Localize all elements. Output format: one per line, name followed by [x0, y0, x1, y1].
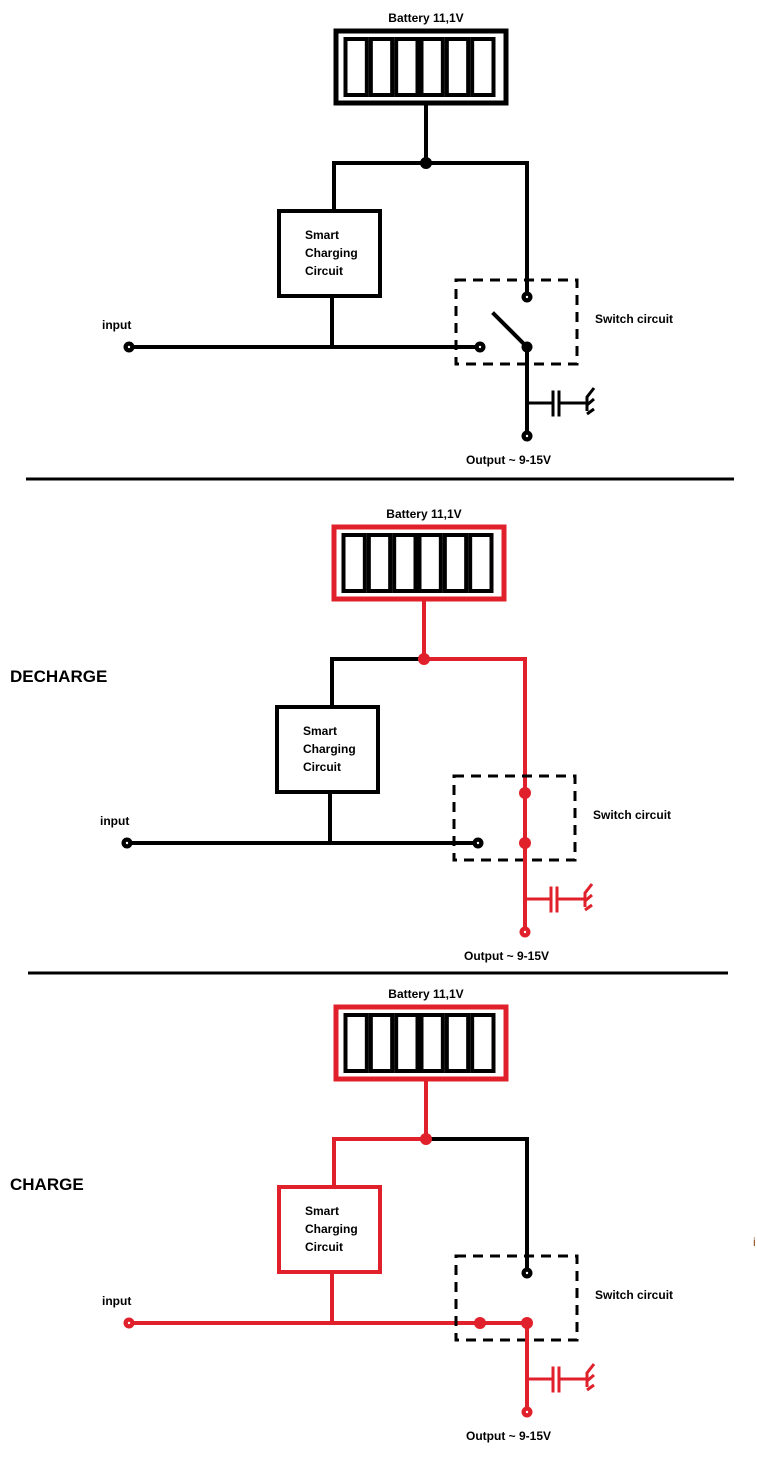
- charger-label-line2: Charging: [303, 742, 356, 756]
- switch-input-contact: [474, 1317, 486, 1329]
- switch-label: Switch circuit: [595, 1288, 673, 1302]
- output-terminal-center: [525, 434, 529, 438]
- charger-label-line1: Smart: [305, 1204, 339, 1218]
- output-label: Output ~ 9-15V: [466, 453, 551, 467]
- battery-cell: [470, 1013, 496, 1073]
- battery-cell: [444, 37, 471, 97]
- stray-mark: i: [753, 1235, 756, 1249]
- ground-icon: [583, 883, 594, 912]
- output-terminal-center: [523, 930, 527, 934]
- charger-box: [275, 705, 380, 794]
- output-label: Output ~ 9-15V: [466, 1429, 551, 1443]
- input-terminal-center: [127, 1321, 131, 1325]
- input-label: input: [100, 814, 129, 828]
- junction-dot: [420, 157, 432, 169]
- charger-label-line1: Smart: [305, 228, 339, 242]
- charger-box: [277, 209, 382, 298]
- input-terminal-center: [127, 345, 131, 349]
- output-terminal-center: [525, 1410, 529, 1414]
- battery-cell: [442, 533, 469, 593]
- battery-label: Battery 11,1V: [388, 11, 463, 25]
- charger-label-line2: Charging: [305, 246, 358, 260]
- battery-cell: [394, 1013, 420, 1073]
- input-terminal-center: [125, 841, 129, 845]
- battery-cell: [417, 533, 443, 593]
- battery-cell: [444, 1013, 471, 1073]
- switch-battery-contact: [519, 787, 531, 799]
- switch-blade: [491, 311, 530, 350]
- switch-label: Switch circuit: [593, 808, 671, 822]
- charger-box: [277, 1185, 382, 1274]
- charger-label-line1: Smart: [303, 724, 337, 738]
- mode-label-decharge: DECHARGE: [10, 667, 107, 686]
- battery-cell: [419, 37, 445, 97]
- ground-icon: [585, 1363, 596, 1392]
- charger-label-line3: Circuit: [305, 1240, 343, 1254]
- battery-label: Battery 11,1V: [388, 987, 463, 1001]
- switch-box: [452, 774, 577, 862]
- junction-dot: [418, 653, 430, 665]
- switch-battery-contact-center: [525, 1271, 529, 1275]
- switch-box: [454, 278, 579, 366]
- battery-cell: [394, 37, 420, 97]
- switch-input-contact-center: [478, 345, 482, 349]
- battery-cell: [392, 533, 418, 593]
- battery-cell: [343, 1013, 369, 1073]
- battery-cell: [470, 37, 496, 97]
- battery-cell: [366, 533, 393, 593]
- charger-label-line3: Circuit: [305, 264, 343, 278]
- switch-box: [454, 1254, 579, 1342]
- battery-cell: [468, 533, 494, 593]
- battery-cell: [341, 533, 367, 593]
- switch-battery-contact-center: [525, 295, 529, 299]
- input-label: input: [102, 318, 131, 332]
- battery-cell: [419, 1013, 445, 1073]
- junction-dot: [420, 1133, 432, 1145]
- switch-label: Switch circuit: [595, 312, 673, 326]
- battery-cell: [343, 37, 369, 97]
- output-label: Output ~ 9-15V: [464, 949, 549, 963]
- battery-label: Battery 11,1V: [386, 507, 461, 521]
- charger-label-line2: Charging: [305, 1222, 358, 1236]
- switch-input-contact-center: [476, 841, 480, 845]
- mode-label-charge: CHARGE: [10, 1175, 84, 1194]
- battery-cell: [368, 37, 395, 97]
- input-label: input: [102, 1294, 131, 1308]
- battery-cell: [368, 1013, 395, 1073]
- charger-label-line3: Circuit: [303, 760, 341, 774]
- ground-icon: [585, 387, 596, 416]
